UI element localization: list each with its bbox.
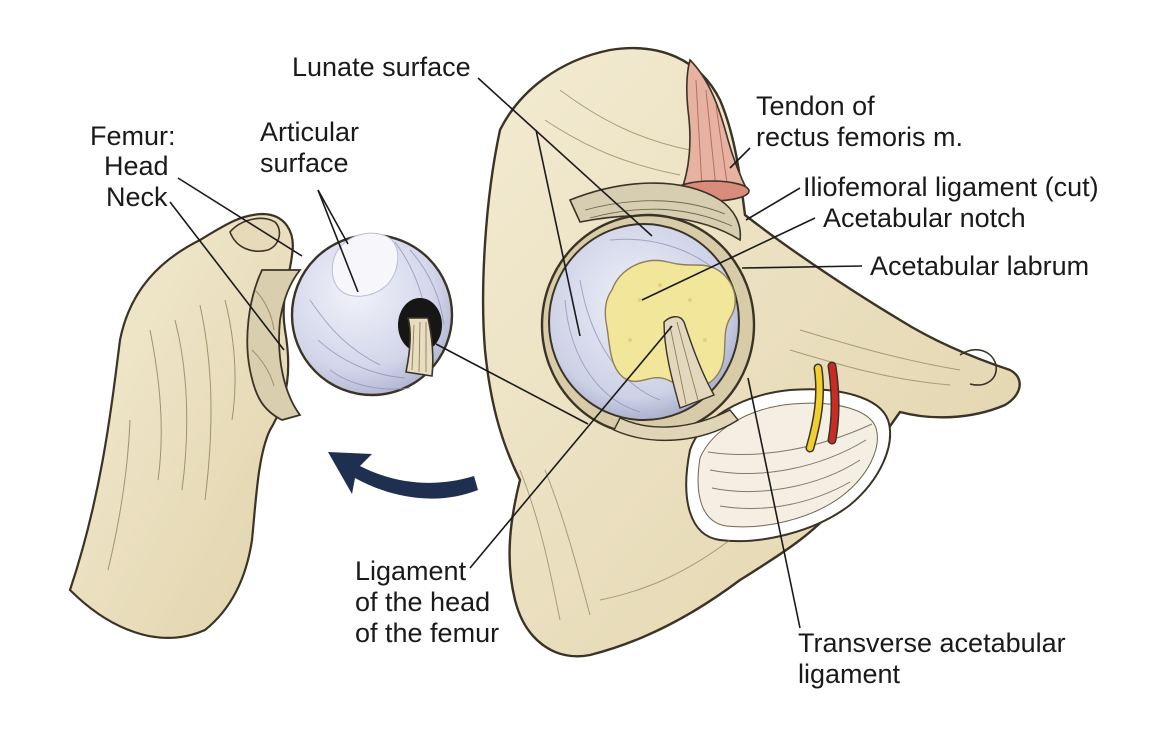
label-iliofemoral: Iliofemoral ligament (cut) [803, 172, 1099, 202]
articular-patch [331, 232, 399, 297]
label-femur-head: Head [104, 151, 169, 181]
label-articular-line2: surface [260, 148, 349, 178]
femur-hatching [107, 289, 275, 571]
rectus-tendon [678, 58, 750, 195]
label-tendon-line1: Tendon of [756, 91, 875, 121]
label-acetabular-labrum: Acetabular labrum [870, 251, 1090, 281]
label-articular-surface: Articular surface [260, 117, 359, 179]
label-tendon-line2: rectus femoris m. [756, 122, 964, 152]
label-transverse-line2: ligament [798, 659, 901, 689]
femur-neck-capsule [246, 269, 302, 421]
label-ligament-line1: Ligament [355, 556, 467, 586]
label-femur-title: Femur: [90, 121, 176, 151]
ligament-of-head [663, 316, 716, 409]
label-femur-neck: Neck [106, 182, 168, 212]
transverse-acetabular-ligament [613, 409, 740, 442]
pelvis-hatching [519, 89, 961, 621]
rotation-arrow [328, 452, 478, 499]
label-tendon-rectus: Tendon of rectus femoris m. [756, 91, 963, 153]
femur [68, 212, 302, 639]
label-transverse: Transverse acetabular ligament [798, 628, 1066, 690]
label-transverse-line1: Transverse acetabular [798, 628, 1066, 658]
label-ligament-line3: of the femur [355, 618, 500, 648]
label-lunate-surface: Lunate surface [292, 52, 471, 82]
leader-lines [169, 77, 863, 629]
hip-bone [481, 46, 1021, 658]
femoral-head [290, 232, 454, 397]
label-acetabular-notch: Acetabular notch [823, 203, 1026, 233]
label-articular-line1: Articular [260, 117, 360, 147]
label-ligament-line2: of the head [355, 587, 491, 617]
label-ligament-head: Ligament of the head of the femur [355, 556, 499, 649]
greater-trochanter [229, 217, 281, 252]
pubic-tip [959, 349, 997, 386]
